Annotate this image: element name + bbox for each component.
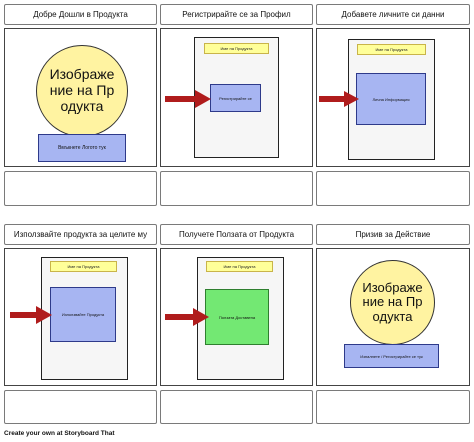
panel-1-caption: [4, 171, 157, 206]
panel-5-frame: Име на Продукта Ползата Доставена: [160, 248, 313, 386]
benefit-delivered-box: Ползата Доставена: [205, 289, 269, 345]
panel-2-caption: [160, 171, 313, 206]
panel-2-frame: Име на Продукта Регистрирайте се: [160, 28, 313, 167]
panel-4-frame: Име на Продукта Използвайте Продукта: [4, 248, 157, 386]
panel-3-caption: [316, 171, 470, 206]
use-product-box: Използвайте Продукта: [50, 287, 116, 342]
panel-1-frame: Изображение на Продукта Вмъкнете Логото …: [4, 28, 157, 167]
panel-6-title: Призив за Действие: [316, 224, 470, 245]
arrow-right-icon: [165, 308, 209, 326]
insert-logo-button[interactable]: Вмъкнете Логото тук: [38, 134, 126, 162]
personal-info-box: Лична Информация: [356, 73, 426, 125]
register-box: Регистрирайте се: [210, 84, 261, 112]
arrow-right-icon: [10, 306, 52, 324]
panel-2-title: Регистрирайте се за Профил: [160, 4, 313, 25]
product-image-label: Изображение на Продукта: [49, 66, 115, 114]
product-name-label: Име на Продукта: [357, 44, 426, 55]
product-name-label: Име на Продукта: [204, 43, 269, 54]
arrow-right-icon: [319, 91, 359, 107]
panel-6-caption: [316, 390, 470, 424]
panel-1-title: Добре Дошли в Продукта: [4, 4, 157, 25]
product-image-circle: Изображение на Продукта: [36, 45, 128, 137]
product-name-label: Име на Продукта: [206, 261, 273, 272]
panel-4-title: Използвайте продукта за целите му: [4, 224, 157, 245]
product-image-circle: Изображение на Продукта: [350, 260, 435, 345]
panel-6-frame: Изображение на Продукта Изпалнете / Реги…: [316, 248, 470, 386]
panel-3-frame: Име на Продукта Лична Информация: [316, 28, 470, 167]
arrow-right-icon: [165, 90, 211, 108]
product-name-label: Име на Продукта: [50, 261, 117, 272]
product-image-label: Изображение на Продукта: [362, 279, 423, 324]
panel-5-title: Получете Ползата от Продукта: [160, 224, 313, 245]
panel-4-caption: [4, 390, 157, 424]
register-here-button[interactable]: Изпалнете / Регистрирайте се тук: [344, 344, 439, 368]
storyboard-that-footer-link[interactable]: Create your own at Storyboard That: [4, 430, 115, 437]
panel-3-title: Добавете личните си данни: [316, 4, 470, 25]
panel-5-caption: [160, 390, 313, 424]
